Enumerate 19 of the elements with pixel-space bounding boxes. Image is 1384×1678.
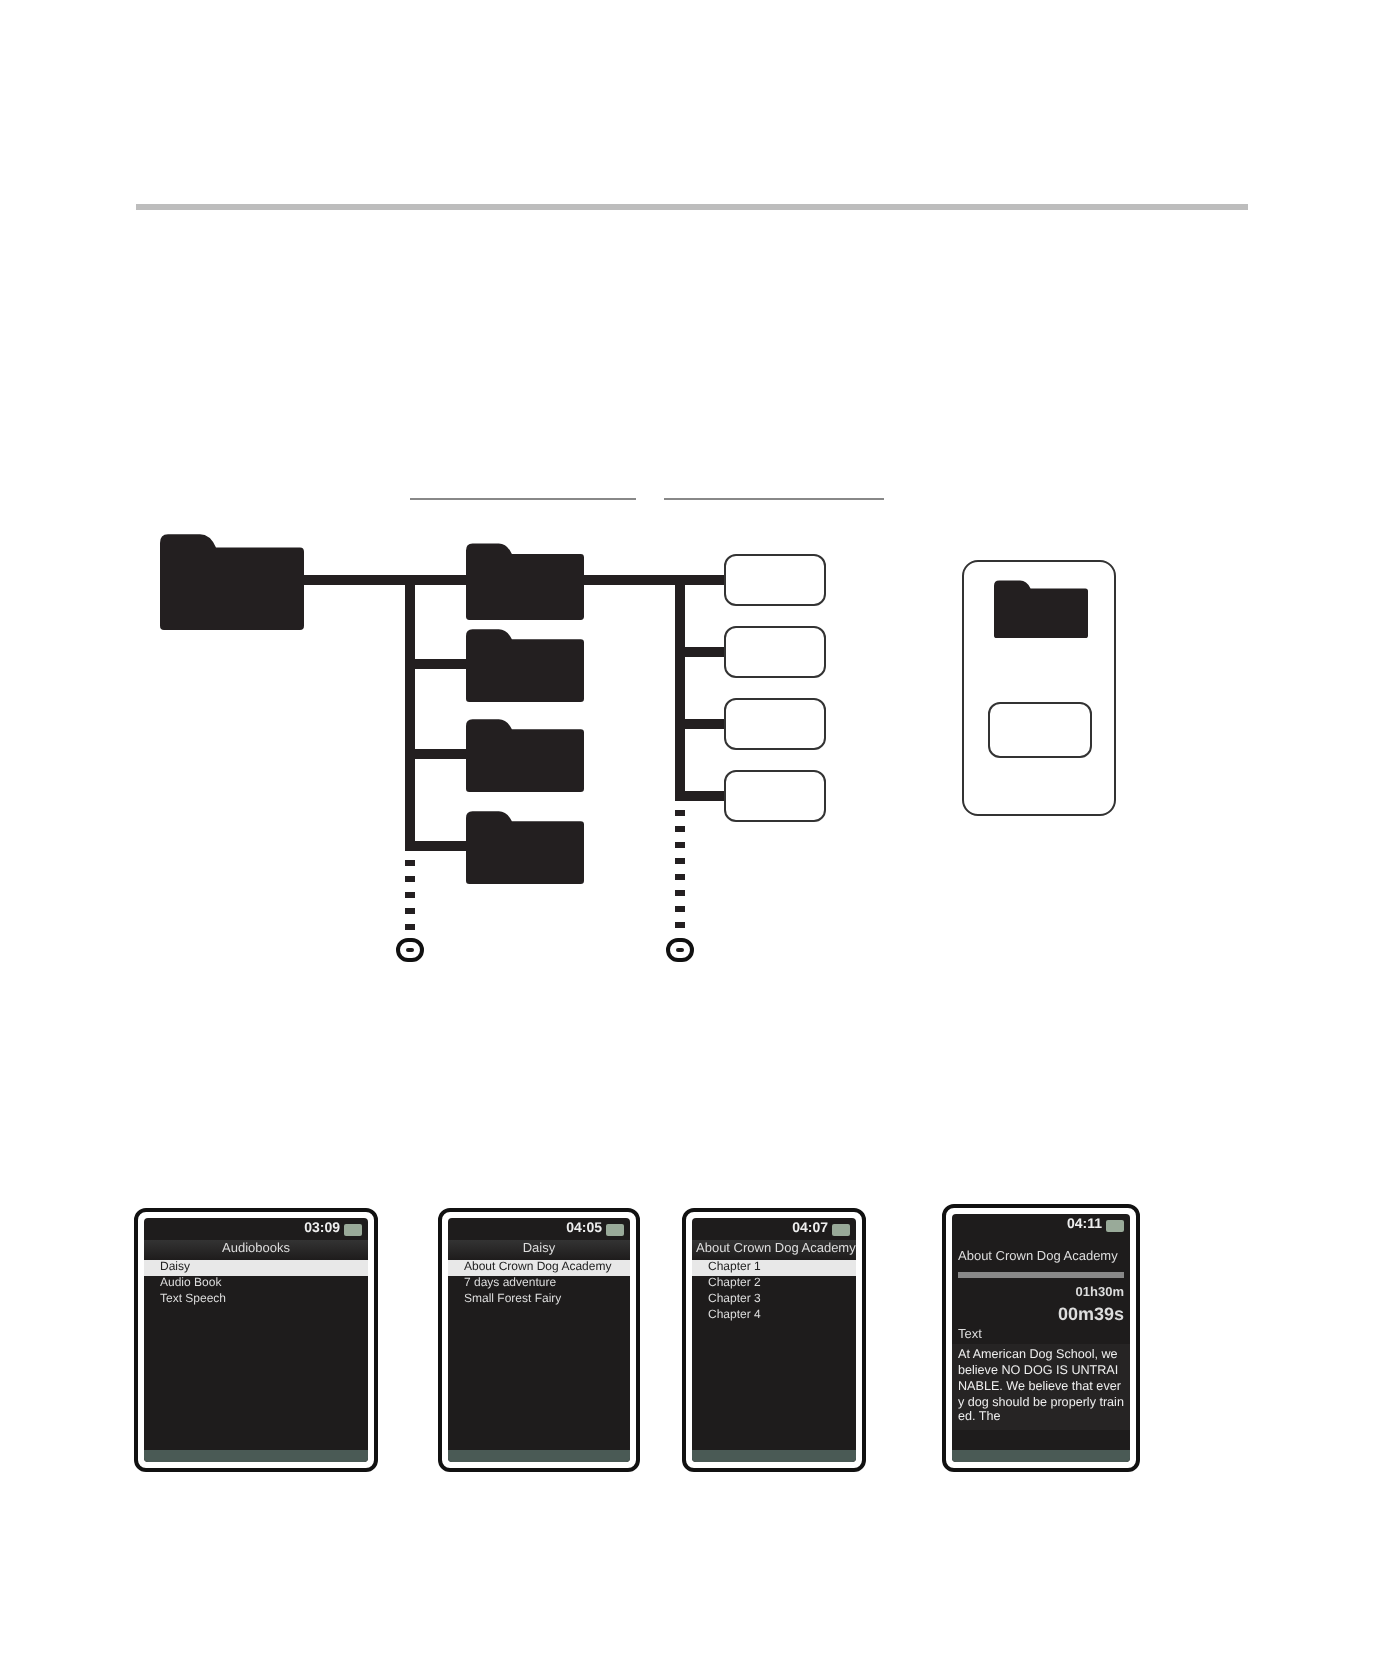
folder-shape: [466, 716, 584, 792]
file-box: [724, 626, 826, 678]
device-screen: [942, 1204, 1140, 1472]
device-screen: [666, 938, 694, 962]
device-screen: [438, 1208, 640, 1472]
file-box: [988, 702, 1092, 758]
file-box: [724, 698, 826, 750]
time-display: 00m39s: [1055, 1302, 1126, 1326]
legend-panel: [962, 560, 1116, 816]
folder-shape: [466, 626, 584, 702]
folder-shape: [994, 578, 1088, 638]
device-screen: [134, 1208, 378, 1472]
file-box: [724, 554, 826, 606]
folder-shape: [466, 540, 584, 620]
file-box: [724, 770, 826, 822]
device-screen: [396, 938, 424, 962]
device-screen: [682, 1208, 866, 1472]
folder-shape: [466, 808, 584, 884]
folder-shape: [160, 530, 304, 630]
